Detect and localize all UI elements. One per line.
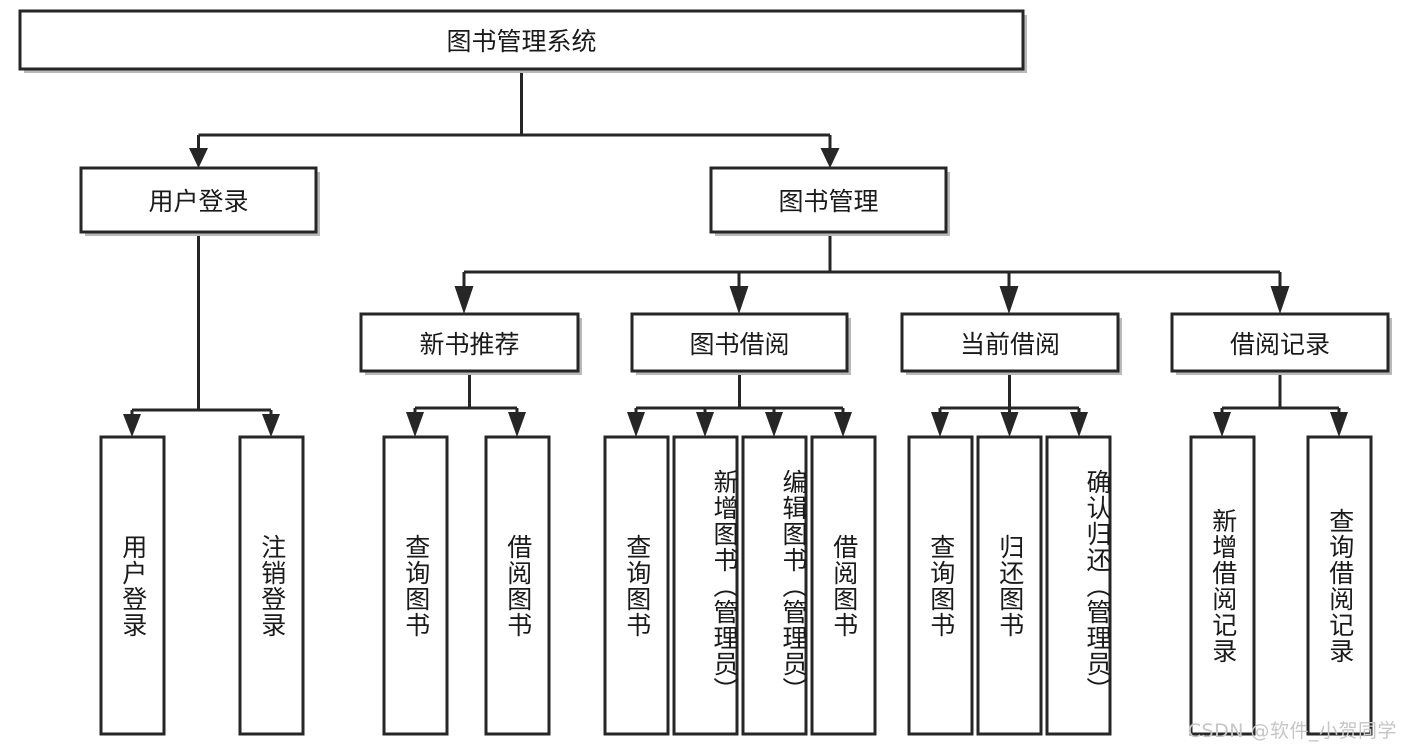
leaf-box-book-borrow-2[interactable] xyxy=(672,435,739,736)
edges-layer xyxy=(123,70,1348,437)
borrow-record-node-box[interactable] xyxy=(1170,312,1390,373)
leaf-box-current-borrow-3[interactable] xyxy=(1045,435,1112,736)
arrow-to-borrow-record xyxy=(1270,286,1290,314)
arrow-newbook-leaf-1 xyxy=(406,412,424,437)
book-borrow-node-box[interactable] xyxy=(630,312,849,373)
arrow-currentborrow-leaf-3 xyxy=(1070,412,1088,437)
arrow-bookborrow-leaf-3 xyxy=(765,412,783,437)
leaf-box-borrow-record-2[interactable] xyxy=(1306,435,1373,736)
arrow-bookborrow-leaf-1 xyxy=(627,412,645,437)
arrow-newbook-leaf-2 xyxy=(508,412,526,437)
leaf-box-new-book-2[interactable] xyxy=(484,435,551,736)
leaf-box-user-login-2[interactable] xyxy=(238,435,305,736)
arrow-currentborrow-leaf-2 xyxy=(1000,412,1019,437)
arrow-userlogin-leaf-1 xyxy=(123,414,141,437)
leaf-box-borrow-record-1[interactable] xyxy=(1189,435,1256,736)
arrow-borrowrecord-leaf-2 xyxy=(1330,412,1348,437)
leaf-box-book-borrow-4[interactable] xyxy=(810,435,877,736)
leaf-box-current-borrow-2[interactable] xyxy=(976,435,1043,736)
leaf-box-current-borrow-1[interactable] xyxy=(907,435,974,736)
arrow-borrowrecord-leaf-1 xyxy=(1213,412,1231,437)
leaf-box-user-login-1[interactable] xyxy=(99,435,166,736)
current-borrow-node-box[interactable] xyxy=(900,312,1120,373)
arrow-root-to-user-login xyxy=(189,148,208,168)
arrow-to-book-borrow xyxy=(729,286,749,314)
user-login-node-box[interactable] xyxy=(79,166,318,234)
root-node-box[interactable] xyxy=(18,9,1025,71)
nodes-layer xyxy=(18,9,1392,736)
book-manage-node-box[interactable] xyxy=(709,166,948,234)
arrow-bookborrow-leaf-4 xyxy=(834,412,852,437)
arrow-to-current-borrow xyxy=(999,286,1019,314)
new-book-node-box[interactable] xyxy=(359,312,580,373)
arrow-userlogin-leaf-2 xyxy=(262,414,280,437)
arrow-root-to-book-manage xyxy=(820,148,840,168)
arrow-bookborrow-leaf-2 xyxy=(696,412,714,437)
arrow-to-new-book xyxy=(454,286,474,314)
leaf-box-new-book-1[interactable] xyxy=(382,435,449,736)
arrow-currentborrow-leaf-1 xyxy=(931,412,949,437)
leaf-box-book-borrow-1[interactable] xyxy=(603,435,670,736)
leaf-box-book-borrow-3[interactable] xyxy=(741,435,808,736)
